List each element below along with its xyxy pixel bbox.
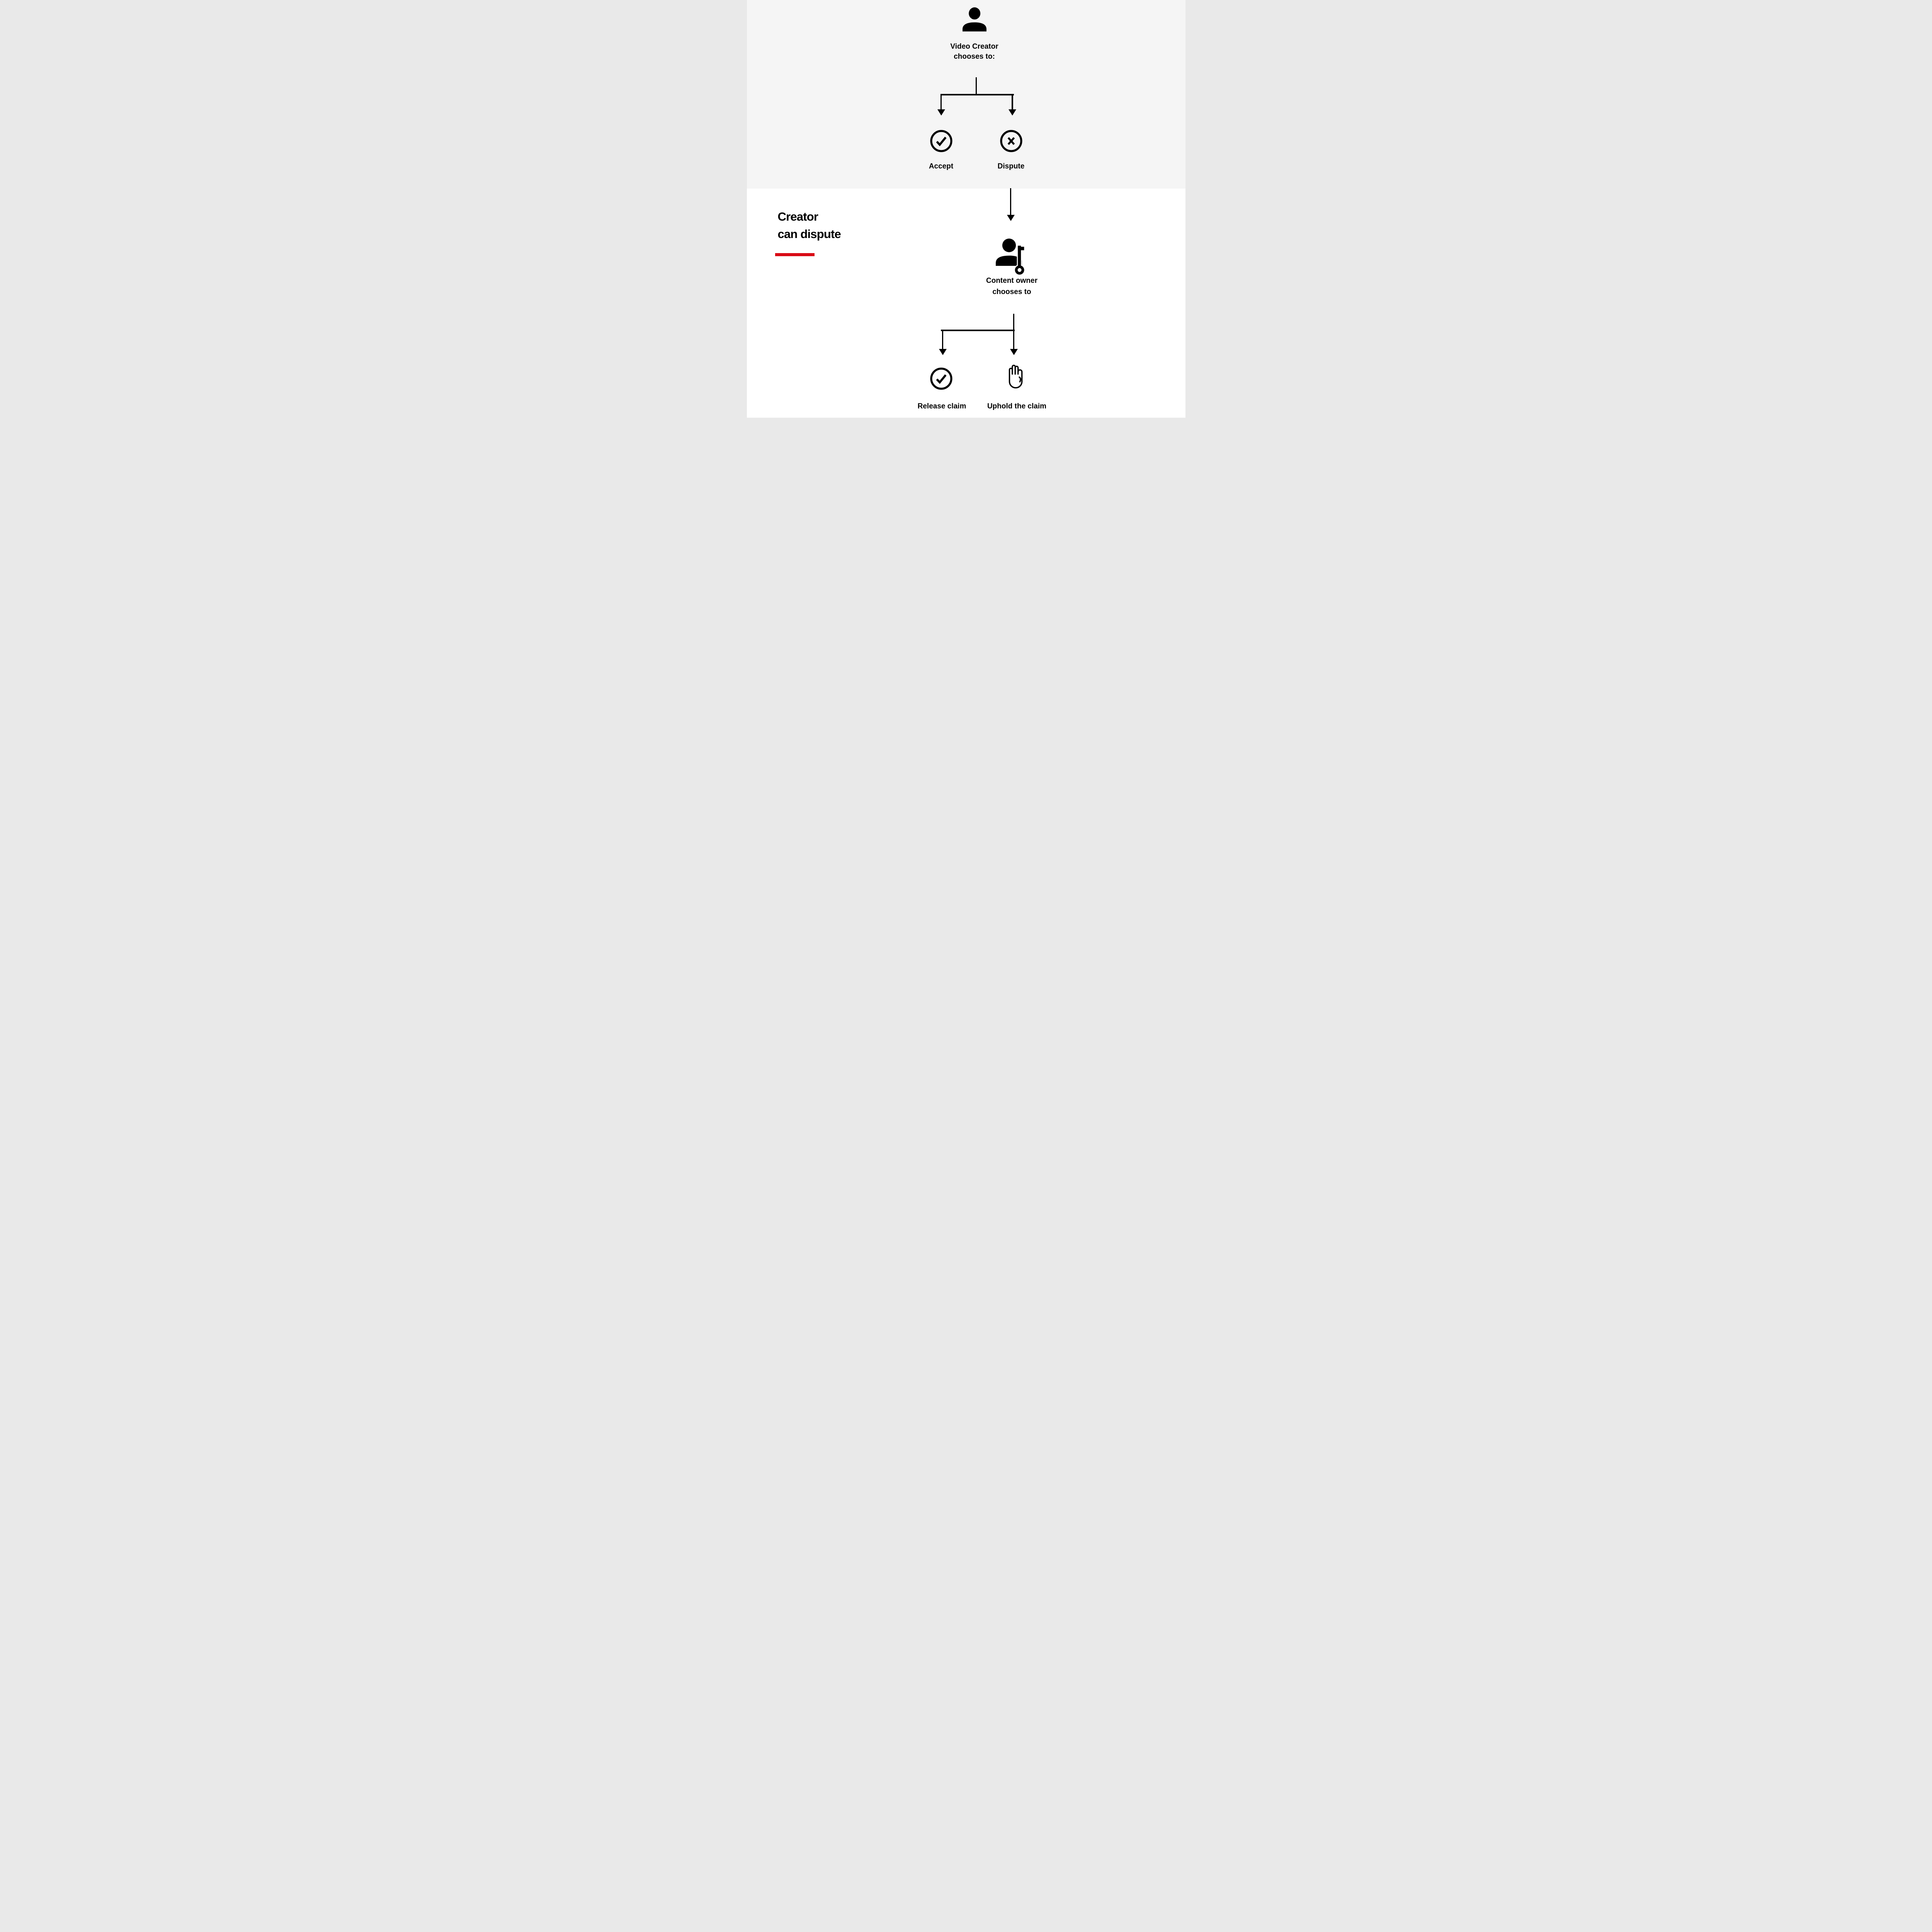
arrow-down-icon xyxy=(1009,109,1016,116)
content-owner-label: Content owner chooses to xyxy=(986,277,1037,296)
section-title-line-2: can dispute xyxy=(777,227,841,241)
person-key-icon xyxy=(995,238,1025,275)
flowchart-canvas: Video Creator chooses to: Accept Dispute… xyxy=(747,0,1185,418)
check-circle-icon xyxy=(930,130,952,152)
connector-left-drop-1 xyxy=(940,95,942,110)
connector-left-drop-2 xyxy=(942,331,944,349)
arrow-down-icon xyxy=(939,349,947,355)
x-circle-icon xyxy=(1000,130,1022,152)
connector-right-drop-1 xyxy=(1012,95,1013,110)
uphold-claim-label: Uphold the claim xyxy=(987,402,1047,410)
arrow-down-icon xyxy=(937,109,945,116)
connector-horizontal-1 xyxy=(940,94,1014,95)
release-claim-label: Release claim xyxy=(917,402,966,410)
arrow-down-icon xyxy=(1007,215,1015,221)
connector-right-drop-2 xyxy=(1013,331,1015,349)
person-icon xyxy=(962,7,986,32)
accept-label: Accept xyxy=(929,162,954,170)
section-title: Creator can dispute xyxy=(778,208,863,243)
video-creator-label: Video Creator chooses to: xyxy=(950,43,998,61)
accent-underline-bar xyxy=(775,253,815,256)
connector-dispute-drop xyxy=(1010,188,1012,215)
arrow-down-icon xyxy=(1010,349,1018,355)
section-title-line-1: Creator xyxy=(777,210,818,223)
hand-icon xyxy=(1008,364,1025,390)
connector-stem-2 xyxy=(1013,314,1015,330)
connector-stem-1 xyxy=(975,77,977,94)
dispute-label: Dispute xyxy=(997,162,1025,170)
check-circle-icon xyxy=(930,367,952,390)
connector-horizontal-2 xyxy=(940,330,1015,331)
